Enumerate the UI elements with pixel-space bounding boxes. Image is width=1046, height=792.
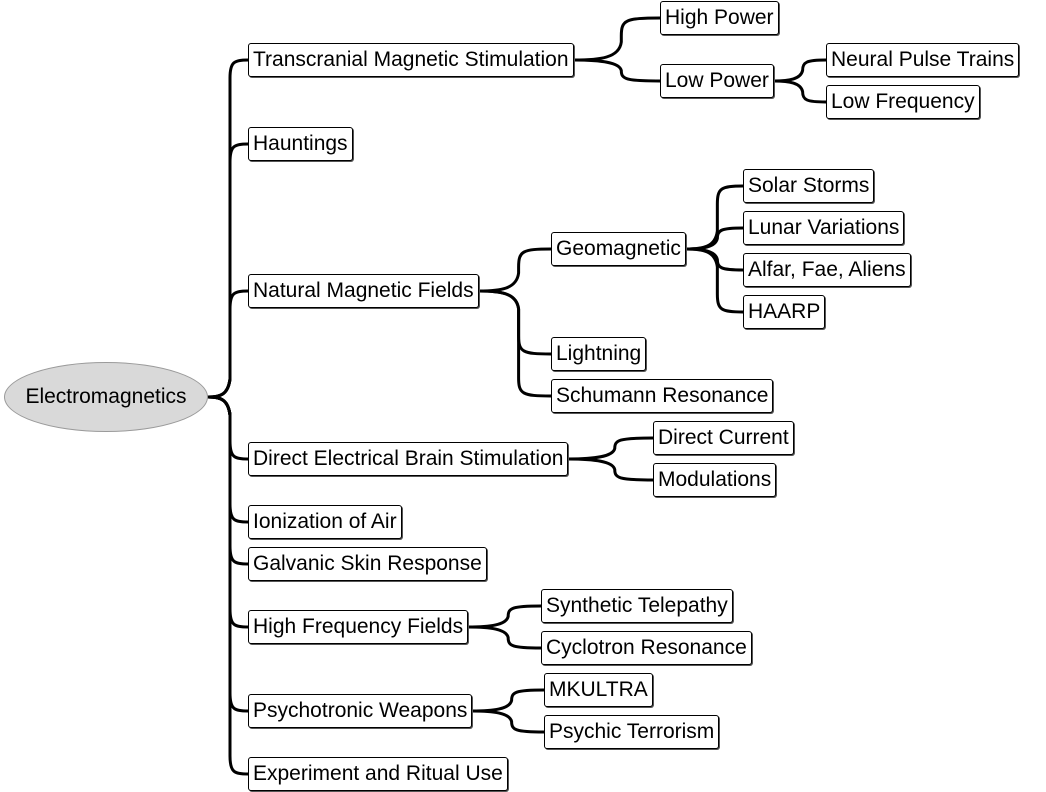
node-geomagnetic[interactable]: Geomagnetic [551,232,686,266]
connector-root-electromagnetics-to-experiment-and-ritual-use [206,395,250,776]
connector-direct-electrical-brain-stimulation-to-modulations [566,457,655,482]
root-node-electromagnetics[interactable]: Electromagnetics [4,362,208,432]
connector-geomagnetic-to-solar-storms [684,184,745,251]
connector-root-electromagnetics-to-transcranial-magnetic-stimulation [206,58,250,399]
node-direct-electrical-brain-stimulation[interactable]: Direct Electrical Brain Stimulation [248,442,569,476]
node-alfar-fae-aliens[interactable]: Alfar, Fae, Aliens [743,253,911,287]
connector-root-electromagnetics-to-natural-magnetic-fields [206,289,250,399]
node-direct-current[interactable]: Direct Current [653,421,794,455]
node-high-power[interactable]: High Power [660,1,779,35]
connector-root-electromagnetics-to-galvanic-skin-response [206,395,250,566]
node-galvanic-skin-response[interactable]: Galvanic Skin Response [248,547,487,581]
node-experiment-and-ritual-use[interactable]: Experiment and Ritual Use [248,757,508,791]
connector-psychotronic-weapons-to-psychic-terrorism [470,709,546,734]
node-cyclotron-resonance[interactable]: Cyclotron Resonance [541,631,752,665]
node-neural-pulse-trains[interactable]: Neural Pulse Trains [826,43,1020,77]
node-low-power[interactable]: Low Power [660,64,774,98]
node-synthetic-telepathy[interactable]: Synthetic Telepathy [541,589,733,623]
connector-low-power-to-neural-pulse-trains [772,58,828,83]
connector-root-electromagnetics-to-hauntings [206,142,250,399]
node-transcranial-magnetic-stimulation[interactable]: Transcranial Magnetic Stimulation [248,43,574,77]
node-schumann-resonance[interactable]: Schumann Resonance [551,379,774,413]
connector-root-electromagnetics-to-high-frequency-fields [206,395,250,629]
node-haarp[interactable]: HAARP [743,295,826,329]
node-modulations[interactable]: Modulations [653,463,777,497]
connector-geomagnetic-to-haarp [684,247,745,314]
node-psychotronic-weapons[interactable]: Psychotronic Weapons [248,694,473,728]
node-low-frequency[interactable]: Low Frequency [826,85,980,119]
connector-natural-magnetic-fields-to-schumann-resonance [477,289,553,398]
connector-low-power-to-low-frequency [772,79,828,104]
connector-root-electromagnetics-to-psychotronic-weapons [206,395,250,713]
node-natural-magnetic-fields[interactable]: Natural Magnetic Fields [248,274,479,308]
connector-transcranial-magnetic-stimulation-to-low-power [572,58,662,83]
node-lunar-variations[interactable]: Lunar Variations [743,211,905,245]
node-mkultra[interactable]: MKULTRA [544,673,653,707]
connector-transcranial-magnetic-stimulation-to-high-power [572,16,662,62]
connector-high-frequency-fields-to-synthetic-telepathy [466,604,543,629]
node-lightning[interactable]: Lightning [551,337,647,371]
connector-psychotronic-weapons-to-mkultra [470,688,546,713]
node-hauntings[interactable]: Hauntings [248,127,353,161]
node-solar-storms[interactable]: Solar Storms [743,169,875,203]
node-psychic-terrorism[interactable]: Psychic Terrorism [544,715,720,749]
connector-high-frequency-fields-to-cyclotron-resonance [466,625,543,650]
connector-natural-magnetic-fields-to-geomagnetic [477,247,553,293]
node-ionization-of-air[interactable]: Ionization of Air [248,505,402,539]
connector-direct-electrical-brain-stimulation-to-direct-current [566,436,655,461]
node-high-frequency-fields[interactable]: High Frequency Fields [248,610,469,644]
